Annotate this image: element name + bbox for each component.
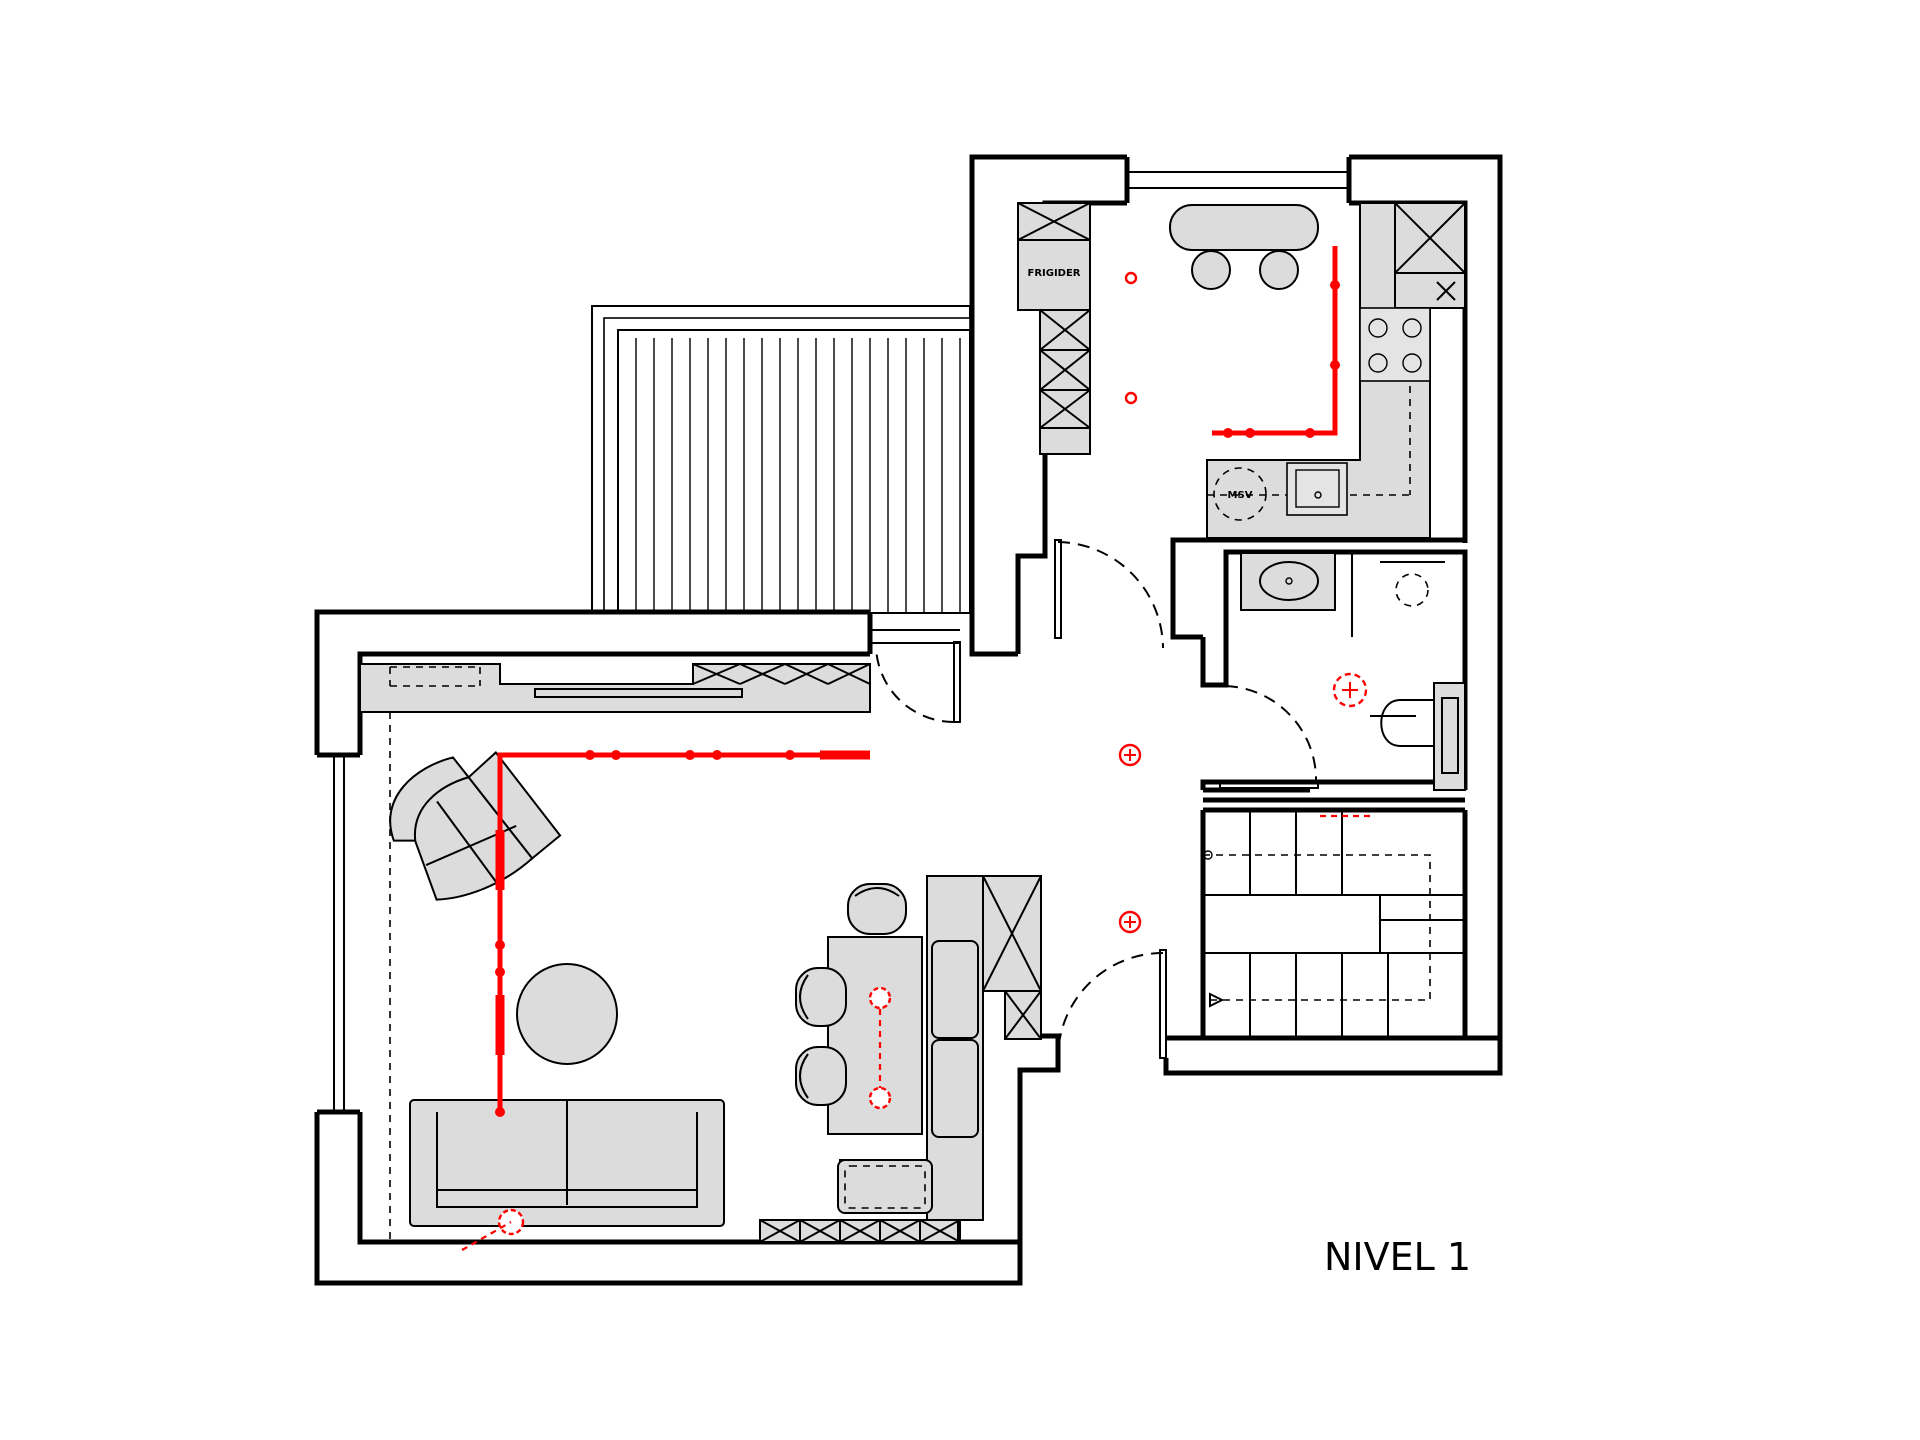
stove-burner-icon	[1368, 353, 1388, 373]
outlet-dot	[1305, 428, 1315, 438]
level-label: NIVEL 1	[1324, 1235, 1471, 1279]
outlet-dot	[712, 750, 722, 760]
armchair	[389, 750, 562, 901]
light-fixture-icon	[1124, 271, 1138, 285]
stool	[1191, 250, 1231, 290]
light-fixture-icon	[1124, 391, 1138, 405]
bathroom	[1240, 552, 1466, 791]
stairs	[1203, 810, 1465, 1038]
chair	[795, 967, 847, 1027]
outlet-dot	[611, 750, 621, 760]
stove-burner-icon	[1402, 318, 1422, 338]
living-room	[359, 663, 1042, 1243]
outlet-dot	[495, 940, 505, 950]
terrace-deck	[591, 305, 971, 614]
kitchen-table	[1169, 204, 1319, 251]
ceiling-outlet-icon	[1118, 910, 1142, 934]
stool	[1259, 250, 1299, 290]
coffee-table	[516, 963, 618, 1065]
stair-arrow-icon	[1209, 992, 1225, 1008]
washer-label: MSV	[1228, 490, 1253, 501]
ceiling-outlet-icon	[1118, 743, 1142, 767]
outlet-dot	[1330, 280, 1340, 290]
outlet-dot	[495, 1107, 505, 1117]
outlet-dot	[1330, 360, 1340, 370]
fridge-label: FRIGIDER	[1027, 268, 1080, 279]
outlet-dot	[1245, 428, 1255, 438]
stove	[1359, 307, 1431, 382]
ceiling-outlet-icon	[1332, 672, 1368, 708]
kitchen: FRIGIDER MSV	[1017, 202, 1466, 539]
fridge-cabinet	[1017, 202, 1091, 311]
electrical-layout	[461, 246, 1372, 1251]
outlet-dot	[585, 750, 595, 760]
stove-burner-icon	[1368, 318, 1388, 338]
stove-burner-icon	[1402, 353, 1422, 373]
chair	[795, 1046, 847, 1106]
doors	[875, 539, 1319, 1059]
outlet-dot	[495, 967, 505, 977]
sofa	[409, 1099, 725, 1227]
outlet-dot	[685, 750, 695, 760]
toilet-icon	[1370, 682, 1466, 791]
outlet-dot	[785, 750, 795, 760]
outlet-dot	[1223, 428, 1233, 438]
chair	[847, 883, 907, 935]
washer	[1213, 467, 1267, 521]
